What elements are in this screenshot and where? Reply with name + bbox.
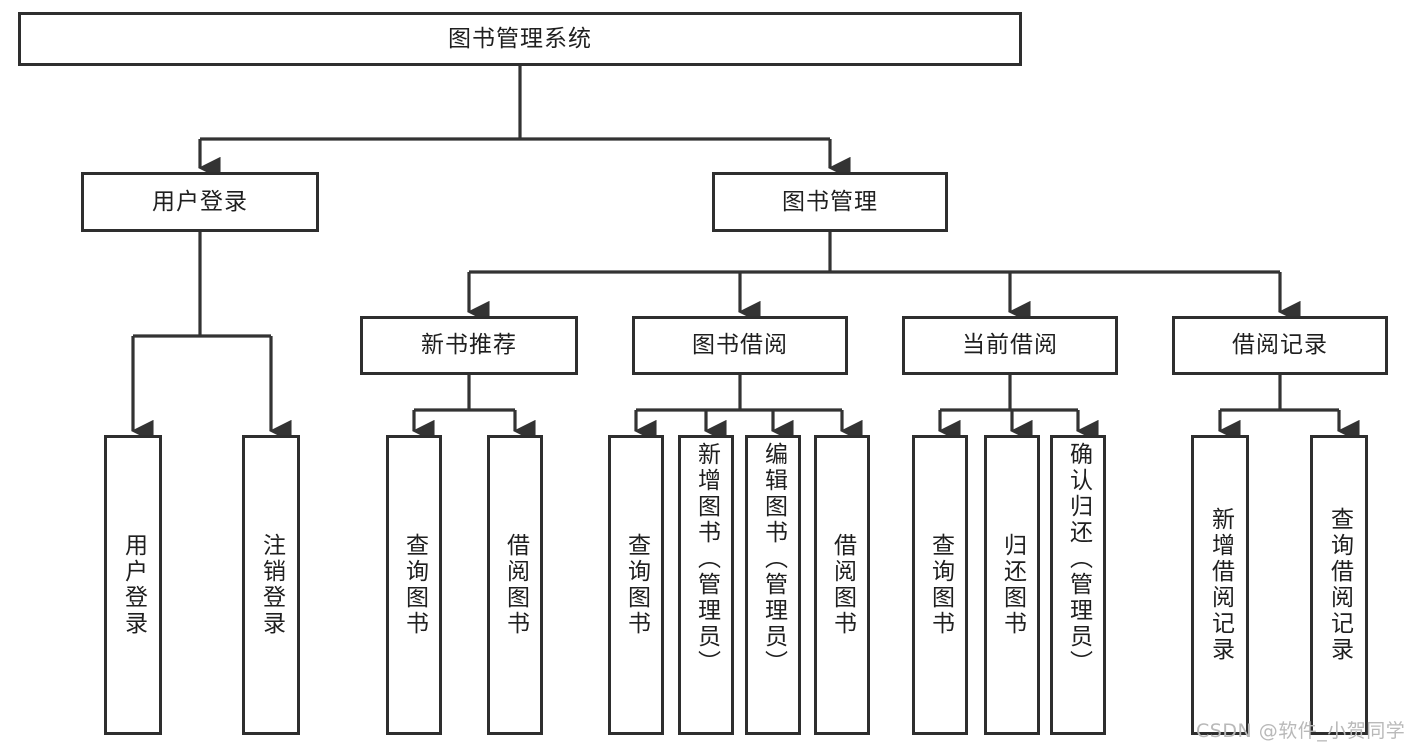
node-root-label: 图书管理系统 <box>448 25 592 52</box>
leaf-query-books-cb-label: 查询图书 <box>927 533 954 637</box>
leaf-return-books-label: 归还图书 <box>999 533 1026 637</box>
leaf-logout-label: 注销登录 <box>258 533 285 637</box>
leaf-confirm-return-admin[interactable]: 确认归还（管理员） <box>1050 435 1106 735</box>
leaf-confirm-return-admin-label: 确认归还（管理员） <box>1065 442 1092 676</box>
node-current-borrowing[interactable]: 当前借阅 <box>902 316 1118 375</box>
leaf-add-borrow-record-label: 新增借阅记录 <box>1207 507 1234 663</box>
leaf-add-book-admin-label: 新增图书（管理员） <box>693 442 720 676</box>
leaf-query-books-bb[interactable]: 查询图书 <box>608 435 664 735</box>
csdn-watermark: CSDN @软件_小贺同学 <box>1196 720 1405 742</box>
leaf-borrow-books-nbr-label: 借阅图书 <box>502 533 529 637</box>
node-current-borrowing-label: 当前借阅 <box>962 332 1058 359</box>
leaf-add-book-admin[interactable]: 新增图书（管理员） <box>678 435 734 735</box>
node-book-management[interactable]: 图书管理 <box>712 172 948 232</box>
leaf-query-books-nbr[interactable]: 查询图书 <box>386 435 442 735</box>
node-new-book-recommendation[interactable]: 新书推荐 <box>360 316 578 375</box>
leaf-user-login[interactable]: 用户登录 <box>104 435 162 735</box>
leaf-edit-book-admin-label: 编辑图书（管理员） <box>760 442 787 676</box>
node-user-login-label: 用户登录 <box>152 188 248 215</box>
node-book-borrowing-label: 图书借阅 <box>692 332 788 359</box>
leaf-borrow-books-nbr[interactable]: 借阅图书 <box>487 435 543 735</box>
leaf-query-borrow-record[interactable]: 查询借阅记录 <box>1310 435 1368 735</box>
node-book-borrowing[interactable]: 图书借阅 <box>632 316 848 375</box>
leaf-query-books-nbr-label: 查询图书 <box>401 533 428 637</box>
node-borrowing-record-label: 借阅记录 <box>1232 332 1328 359</box>
node-new-book-recommendation-label: 新书推荐 <box>421 332 517 359</box>
node-root[interactable]: 图书管理系统 <box>18 12 1022 66</box>
leaf-edit-book-admin[interactable]: 编辑图书（管理员） <box>745 435 801 735</box>
leaf-query-borrow-record-label: 查询借阅记录 <box>1326 507 1353 663</box>
node-user-login[interactable]: 用户登录 <box>81 172 319 232</box>
leaf-logout[interactable]: 注销登录 <box>242 435 300 735</box>
leaf-borrow-books-bb-label: 借阅图书 <box>829 533 856 637</box>
leaf-add-borrow-record[interactable]: 新增借阅记录 <box>1191 435 1249 735</box>
leaf-query-books-cb[interactable]: 查询图书 <box>912 435 968 735</box>
leaf-user-login-label: 用户登录 <box>120 533 147 637</box>
node-borrowing-record[interactable]: 借阅记录 <box>1172 316 1388 375</box>
leaf-query-books-bb-label: 查询图书 <box>623 533 650 637</box>
leaf-return-books[interactable]: 归还图书 <box>984 435 1040 735</box>
node-book-management-label: 图书管理 <box>782 188 878 215</box>
leaf-borrow-books-bb[interactable]: 借阅图书 <box>814 435 870 735</box>
